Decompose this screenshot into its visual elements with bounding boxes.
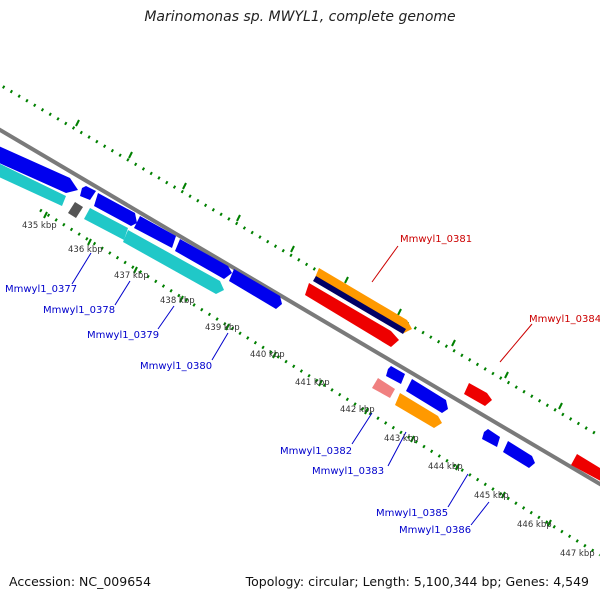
kbp-label: 436 kbp: [68, 245, 103, 255]
genome-stats-label: Topology: circular; Length: 5,100,344 bp…: [245, 574, 589, 589]
kbp-label: 443 kbp: [384, 434, 419, 444]
gene-label-reverse[interactable]: Mmwyl1_0385: [376, 508, 448, 519]
kbp-label: 440 kbp: [250, 350, 285, 360]
gene-arrow[interactable]: [94, 193, 137, 226]
gene-arrow[interactable]: [123, 230, 224, 294]
outer-dotted-track: [0, 83, 600, 438]
gene-arrow[interactable]: [305, 283, 399, 347]
accession-label: Accession: NC_009654: [9, 574, 152, 589]
kbp-label: 438 kbp: [160, 296, 195, 306]
gene-arrow[interactable]: [406, 379, 448, 413]
inner-dotted-track: [39, 208, 600, 557]
outer-tick-marks: [75, 119, 563, 410]
gene-arrow[interactable]: [134, 216, 176, 248]
gene-arrow[interactable]: [80, 186, 96, 200]
genome-backbone: [0, 127, 600, 487]
gene-arrow[interactable]: [0, 160, 66, 206]
gene-label-reverse[interactable]: Mmwyl1_0380: [140, 361, 212, 372]
gene-arrow[interactable]: [0, 143, 78, 193]
kbp-label: 441 kbp: [295, 378, 330, 388]
gene-label-reverse[interactable]: Mmwyl1_0379: [87, 330, 159, 341]
gene-label-forward[interactable]: Mmwyl1_0384: [529, 314, 600, 325]
kbp-label: 445 kbp: [474, 491, 509, 501]
gene-arrow[interactable]: [386, 366, 405, 384]
gene-label-reverse[interactable]: Mmwyl1_0382: [280, 446, 352, 457]
gene-arrow[interactable]: [571, 454, 600, 486]
kbp-label: 447 kbp: [560, 549, 595, 559]
gene-arrow[interactable]: [175, 239, 232, 279]
kbp-label: 437 kbp: [114, 271, 149, 281]
kbp-label: 444 kbp: [428, 462, 463, 472]
gene-arrow[interactable]: [503, 441, 535, 468]
map-title: Marinomonas sp. MWYL1, complete genome: [144, 9, 456, 25]
gene-arrow[interactable]: [482, 429, 500, 447]
kbp-label: 442 kbp: [340, 405, 375, 415]
gene-label-reverse[interactable]: Mmwyl1_0383: [312, 466, 384, 477]
gene-arrow[interactable]: [229, 269, 282, 309]
kbp-label: 435 kbp: [22, 221, 57, 231]
gene-label-reverse[interactable]: Mmwyl1_0378: [43, 305, 115, 316]
gene-label-reverse[interactable]: Mmwyl1_0386: [399, 525, 471, 536]
kbp-label: 446 kbp: [517, 520, 552, 530]
gene-arrow[interactable]: [313, 268, 412, 334]
label-leader-lines: [71, 245, 533, 526]
gene-arrow[interactable]: [84, 208, 128, 240]
kbp-label: 439 kbp: [205, 323, 240, 333]
gene-arrow[interactable]: [68, 202, 83, 218]
gene-arrow[interactable]: [372, 378, 395, 398]
gene-arrow[interactable]: [395, 393, 442, 428]
gene-arrow[interactable]: [464, 383, 492, 406]
gene-label-reverse[interactable]: Mmwyl1_0377: [5, 284, 77, 295]
gene-label-forward[interactable]: Mmwyl1_0381: [400, 234, 472, 245]
inner-tick-marks: [43, 211, 552, 527]
